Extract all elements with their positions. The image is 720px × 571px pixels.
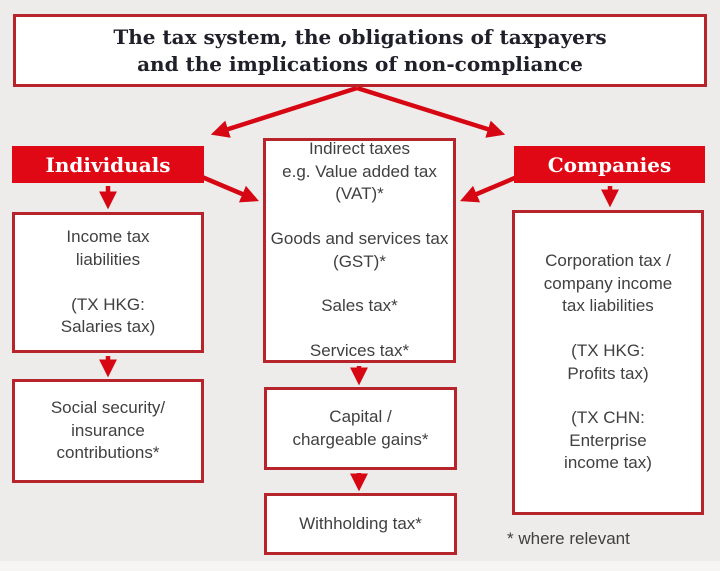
title-box: The tax system, the obligations of taxpa… [13, 14, 707, 87]
withholding-tax-text: Withholding tax* [299, 513, 422, 533]
indirect-taxes-text: Indirect taxes e.g. Value added tax (VAT… [270, 139, 449, 361]
arrow-title-to-individuals [210, 85, 358, 138]
income-tax-liabilities-box: Income tax liabilities (TX HKG: Salaries… [12, 212, 204, 353]
withholding-tax-box: Withholding tax* [264, 493, 457, 555]
social-security-text: Social security/ insurance contributions… [50, 398, 166, 463]
capital-gains-box: Capital / chargeable gains* [264, 387, 457, 470]
arrow-companies-to-indirect [460, 174, 518, 203]
capital-gains-text: Capital / chargeable gains* [292, 407, 429, 449]
companies-banner: Companies [514, 146, 705, 183]
indirect-taxes-box: Indirect taxes e.g. Value added tax (VAT… [263, 138, 456, 363]
individuals-banner-label: Individuals [45, 152, 171, 177]
arrow-title-to-companies [356, 85, 506, 138]
arrow-individuals-to-indirect [201, 174, 259, 203]
individuals-banner: Individuals [12, 146, 204, 183]
diagram-title: The tax system, the obligations of taxpa… [113, 24, 607, 76]
social-security-box: Social security/ insurance contributions… [12, 379, 204, 483]
corporation-tax-box: Corporation tax / company income tax lia… [512, 210, 704, 515]
where-relevant-footnote: * where relevant [507, 529, 630, 548]
corporation-tax-text: Corporation tax / company income tax lia… [543, 251, 673, 473]
companies-banner-label: Companies [547, 152, 672, 177]
income-tax-liabilities-text: Income tax liabilities (TX HKG: Salaries… [60, 227, 156, 337]
page-bottom-edge [0, 561, 720, 571]
